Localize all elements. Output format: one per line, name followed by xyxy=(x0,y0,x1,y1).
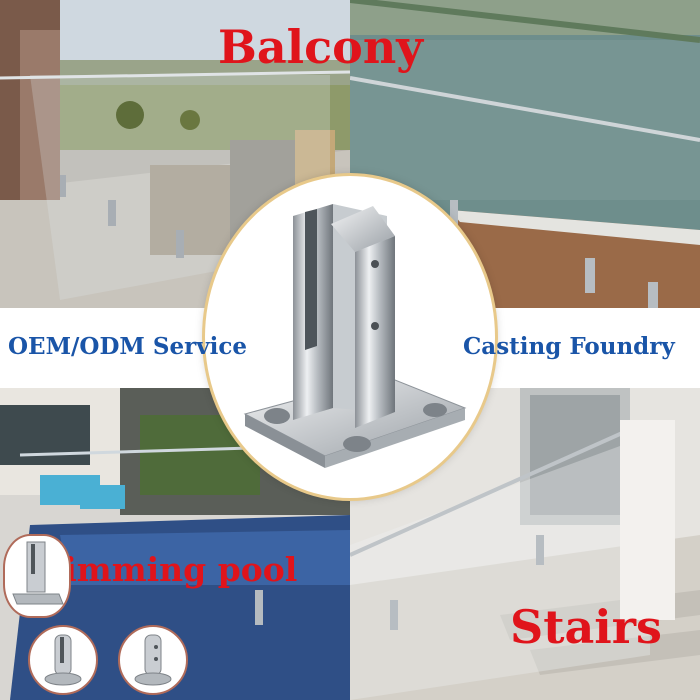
thumb-round-spigot-2 xyxy=(118,625,188,695)
glass-spigot-icon xyxy=(243,204,467,468)
balcony-label: Balcony xyxy=(218,20,424,74)
round-spigot-icon xyxy=(44,634,82,686)
round-spigot-icon xyxy=(134,634,172,686)
square-spigot-icon xyxy=(12,541,64,605)
stairs-label: Stairs xyxy=(510,600,662,654)
thumb-round-spigot-1 xyxy=(28,625,98,695)
casting-foundry-label: Casting Foundry xyxy=(463,333,675,360)
product-oval xyxy=(205,176,495,498)
oem-odm-service-label: OEM/ODM Service xyxy=(8,333,247,360)
stairs-photo xyxy=(350,385,700,700)
thumb-square-spigot xyxy=(3,534,71,618)
